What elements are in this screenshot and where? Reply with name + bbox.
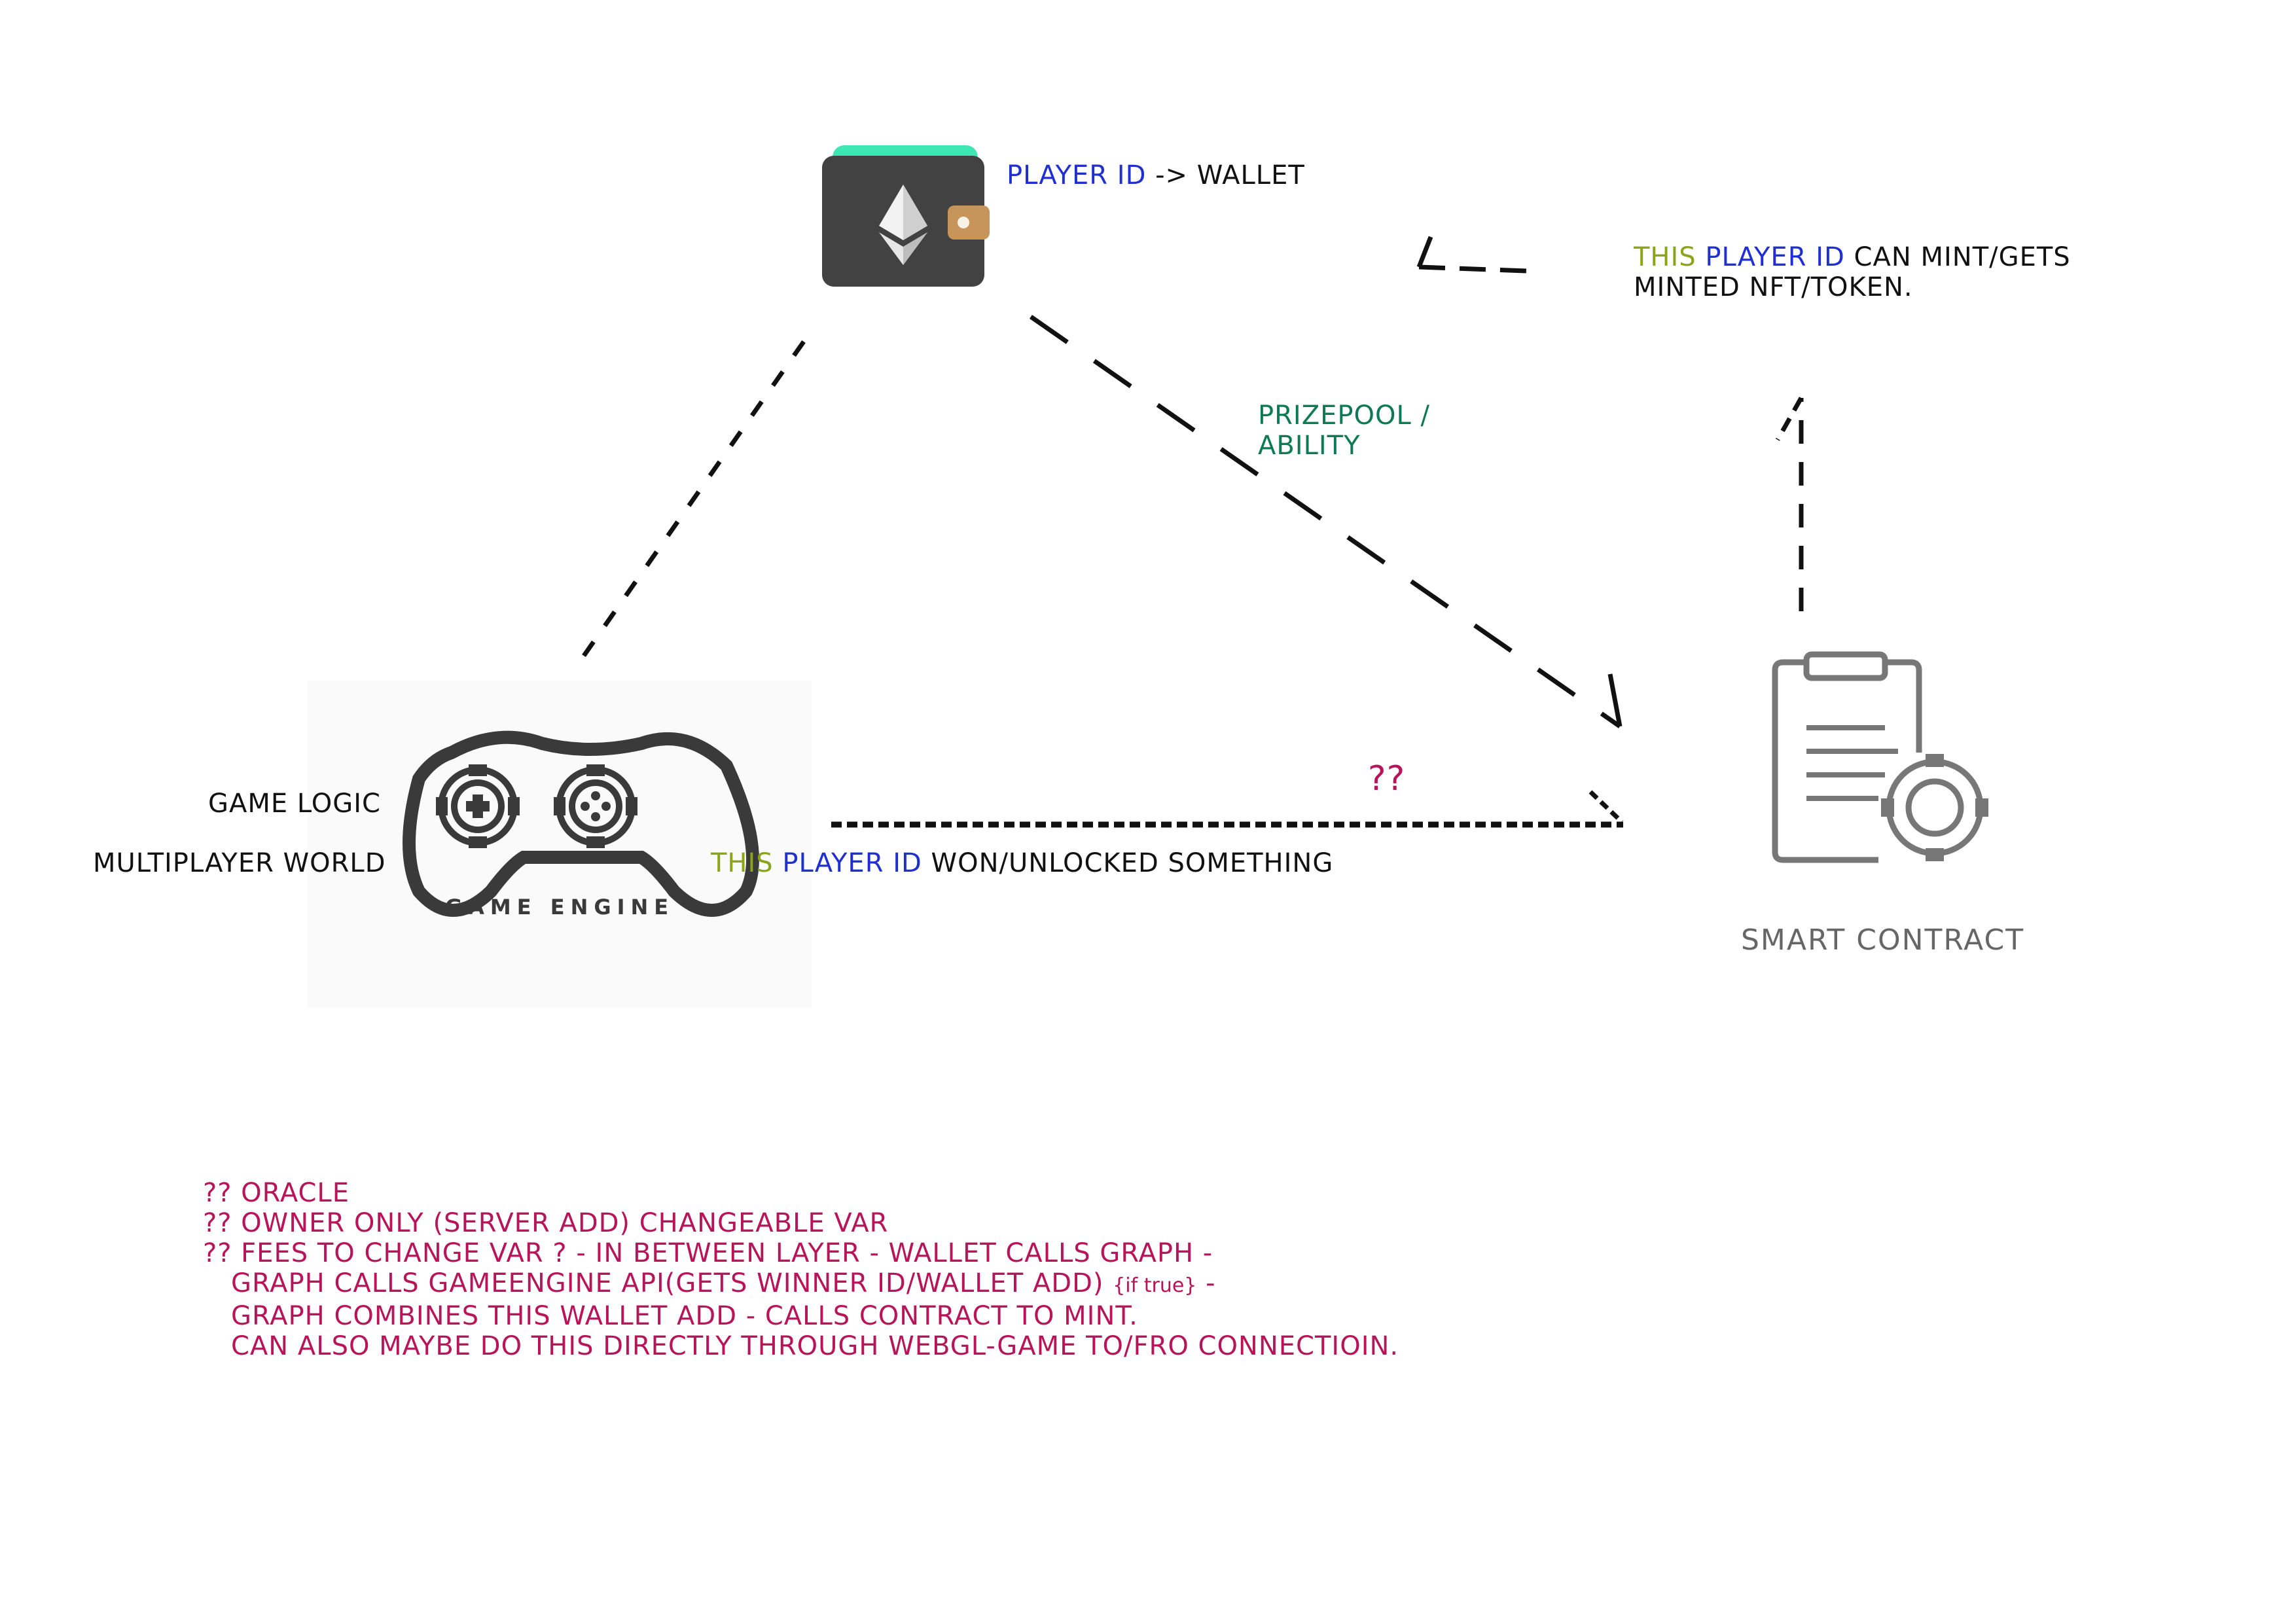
notes-line-3: ?? FEES TO CHANGE VAR ? - IN BETWEEN LAY… [203,1238,1213,1268]
mint-note-player-id: PLAYER ID [1696,242,1845,272]
gamepad-gear-icon[interactable] [308,681,812,1008]
connector-contract-to-wallet [1775,397,1804,611]
game-engine-name: GAME ENGINE [445,895,674,919]
won-note-player-id: PLAYER ID [773,848,922,878]
notes-line-4-if-true: {if true} [1113,1274,1197,1297]
won-note-this: THIS [711,848,774,878]
smart-contract-label: SMART CONTRACT [1741,923,2025,957]
ethereum-wallet-icon[interactable] [822,145,990,287]
notes-line-4-end: - [1196,1268,1216,1298]
mint-note-this: THIS [1634,242,1696,272]
prizepool-label: PRIZEPOOL / ABILITY [1258,401,1430,461]
mint-note: THIS PLAYER ID CAN MINT/GETS MINTED NFT/… [1634,242,2071,302]
won-note-text: WON/UNLOCKED SOMETHING [922,848,1334,878]
prizepool-line1: PRIZEPOOL / [1258,401,1430,431]
notes-line-5: GRAPH COMBINES THIS WALLET ADD - CALLS C… [231,1301,1138,1331]
notes-line-4: GRAPH CALLS GAMEENGINE API(GETS WINNER I… [203,1268,1399,1301]
notes-line-2: ?? OWNER ONLY (SERVER ADD) CHANGEABLE VA… [203,1208,889,1238]
notes-line-6: CAN ALSO MAYBE DO THIS DIRECTLY THROUGH … [231,1331,1399,1361]
wallet-label-player-id: PLAYER ID [1007,160,1147,190]
unknown-marker: ?? [1368,759,1406,798]
connector-wallet-to-contract [1030,315,1623,728]
clipboard-gear-icon[interactable] [1772,651,1988,863]
notes-line-4-main: GRAPH CALLS GAMEENGINE API(GETS WINNER I… [231,1268,1113,1298]
mint-note-can-mint: CAN MINT/GETS [1844,242,2071,272]
connector-wallet-to-engine [582,340,806,658]
notes-block: ?? ORACLE ?? OWNER ONLY (SERVER ADD) CHA… [203,1178,1399,1361]
won-note: THIS PLAYER ID WON/UNLOCKED SOMETHING [711,848,1333,878]
prizepool-line2: ABILITY [1258,431,1361,461]
wallet-label-wallet: -> WALLET [1146,160,1305,190]
connector-engine-to-contract [831,790,1624,828]
wallet-label: PLAYER ID -> WALLET [1007,160,1305,190]
mint-note-line2: MINTED NFT/TOKEN. [1634,272,1913,302]
notes-line-1: ?? ORACLE [203,1178,350,1208]
connector-arrow-near-wallet [1416,236,1527,274]
game-logic-label: GAME LOGIC [208,789,381,819]
multiplayer-world-label: MULTIPLAYER WORLD [93,848,386,878]
